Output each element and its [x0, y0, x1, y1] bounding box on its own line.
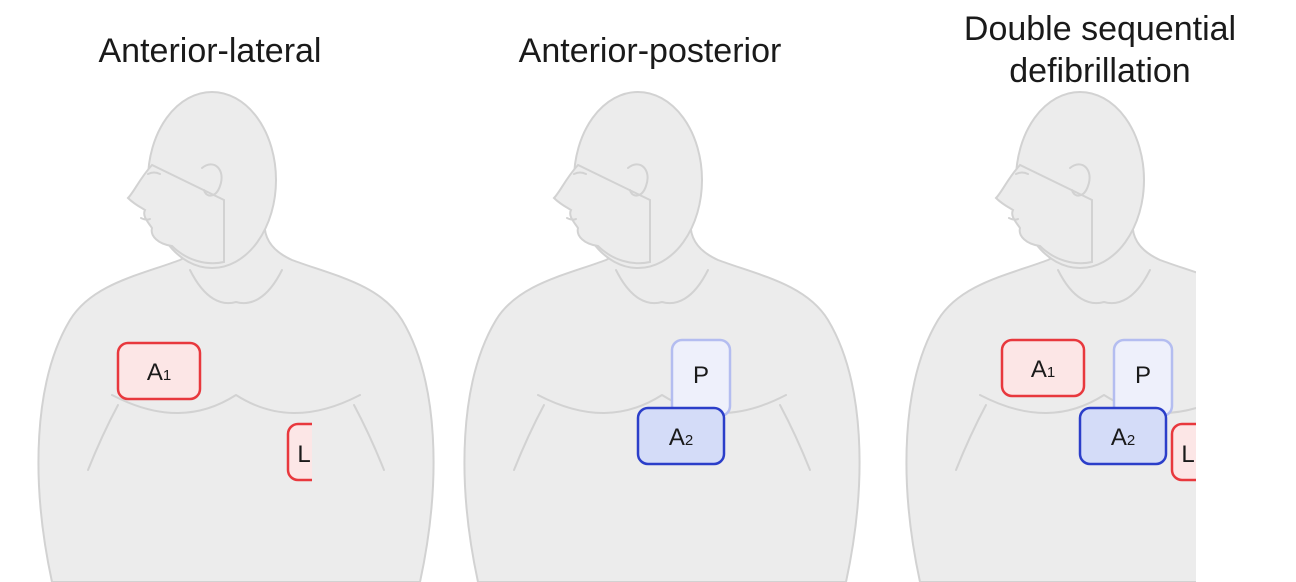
- pad-label: L: [297, 441, 310, 468]
- pad-label: L: [1181, 441, 1194, 468]
- panel-title-line: Double sequential: [964, 10, 1236, 48]
- pad-anterior-a2: A2: [638, 408, 724, 464]
- head-figure: [996, 92, 1144, 268]
- pad-posterior-p: P: [672, 340, 730, 416]
- panel-title-line: Anterior-posterior: [519, 32, 782, 70]
- torso-figure: [906, 215, 1296, 582]
- pad-anterior-a1: A1: [118, 343, 200, 399]
- panel-title: Anterior-posterior: [519, 32, 782, 70]
- torso-figure: [464, 92, 859, 582]
- pad-lateral-l: L: [1172, 424, 1232, 480]
- panel-double-sequential: Double sequential defibrillation A1: [906, 10, 1296, 582]
- panel-title-line: Anterior-lateral: [99, 32, 322, 70]
- torso-figure: [38, 92, 433, 582]
- panel-anterior-posterior: Anterior-posterior P A2: [464, 32, 859, 582]
- panel-anterior-lateral: Anterior-lateral A1 L: [38, 32, 433, 582]
- pad-anterior-a2: A2: [1080, 408, 1166, 464]
- panel-title-line: defibrillation: [1009, 52, 1190, 90]
- pad-label: P: [693, 362, 709, 389]
- panel-title: Anterior-lateral: [99, 32, 322, 70]
- pad-label: P: [1135, 362, 1151, 389]
- panel-title: Double sequential: [964, 10, 1236, 48]
- panel-title: defibrillation: [1009, 52, 1190, 90]
- pad-posterior-p: P: [1114, 340, 1172, 416]
- pad-anterior-a1: A1: [1002, 340, 1084, 396]
